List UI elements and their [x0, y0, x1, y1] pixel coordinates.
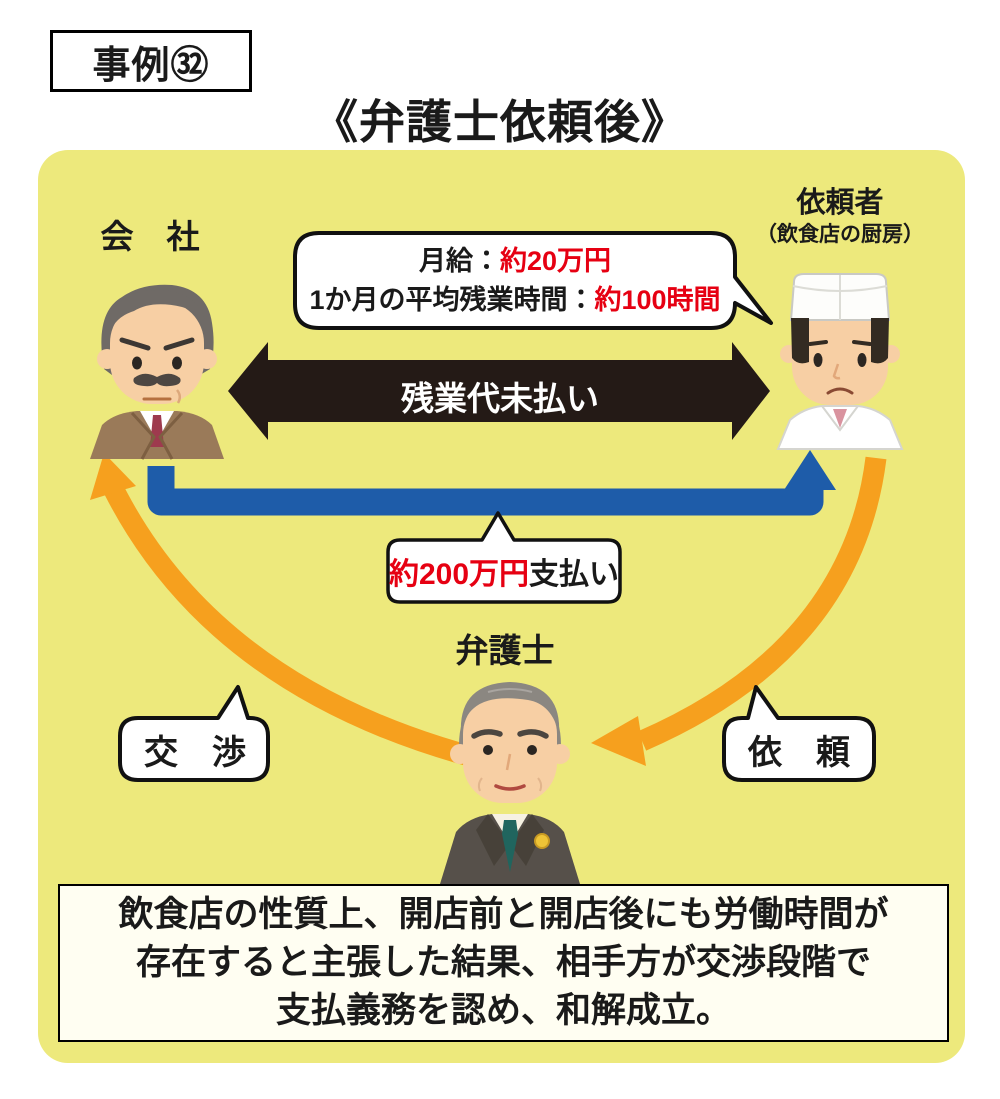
conditions-line2: 1か月の平均残業時間：約100時間 [309, 281, 720, 319]
client-label-sub: （飲食店の厨房） [756, 222, 924, 246]
salary-label: 月給： [418, 246, 500, 277]
salary-value: 約20万円 [499, 246, 612, 277]
overtime-label: 1か月の平均残業時間： [309, 284, 595, 315]
case-number-label: 事例㉜ [92, 44, 210, 87]
company-label: 会 社 [100, 218, 200, 255]
client-character-illustration [776, 273, 904, 450]
client-label: 依頼者 （飲食店の厨房） [740, 187, 940, 246]
conditions-line1: 月給：約20万円 [419, 242, 611, 280]
page-title: 《弁護士依頼後》 [312, 96, 688, 148]
summary-line-1: 飲食店の性質上、開店前と開店後にも労働時間が [118, 895, 889, 935]
summary-line-3: 支払義務を認め、和解成立。 [275, 990, 731, 1030]
case-number-box: 事例㉜ [50, 30, 252, 92]
lawyer-badge [534, 833, 550, 849]
payment-amount: 約200万円 [388, 558, 530, 591]
overtime-value: 約100時間 [594, 284, 721, 315]
request-bubble: 依 頼 [748, 733, 850, 772]
conditions-bubble: 月給：約20万円 1か月の平均残業時間：約100時間 [295, 233, 735, 328]
dispute-arrow-label: 残業代未払い [401, 380, 599, 417]
payment-bubble: 約200万円支払い [388, 540, 620, 602]
lawyer-character-illustration [440, 682, 580, 884]
negotiation-bubble: 交 渉 [144, 733, 246, 772]
summary-box: 飲食店の性質上、開店前と開店後にも労働時間が 存在すると主張した結果、相手方が交… [58, 884, 949, 1042]
summary-line-2: 存在すると主張した結果、相手方が交渉段階で [135, 943, 871, 983]
lawyer-label: 弁護士 [455, 632, 555, 669]
payment-suffix: 支払い [529, 558, 620, 591]
client-label-main: 依頼者 [796, 187, 884, 219]
conditions-bubble-shape [293, 231, 773, 330]
payment-line: 約200万円支払い [389, 549, 619, 593]
company-character-illustration [90, 284, 224, 460]
